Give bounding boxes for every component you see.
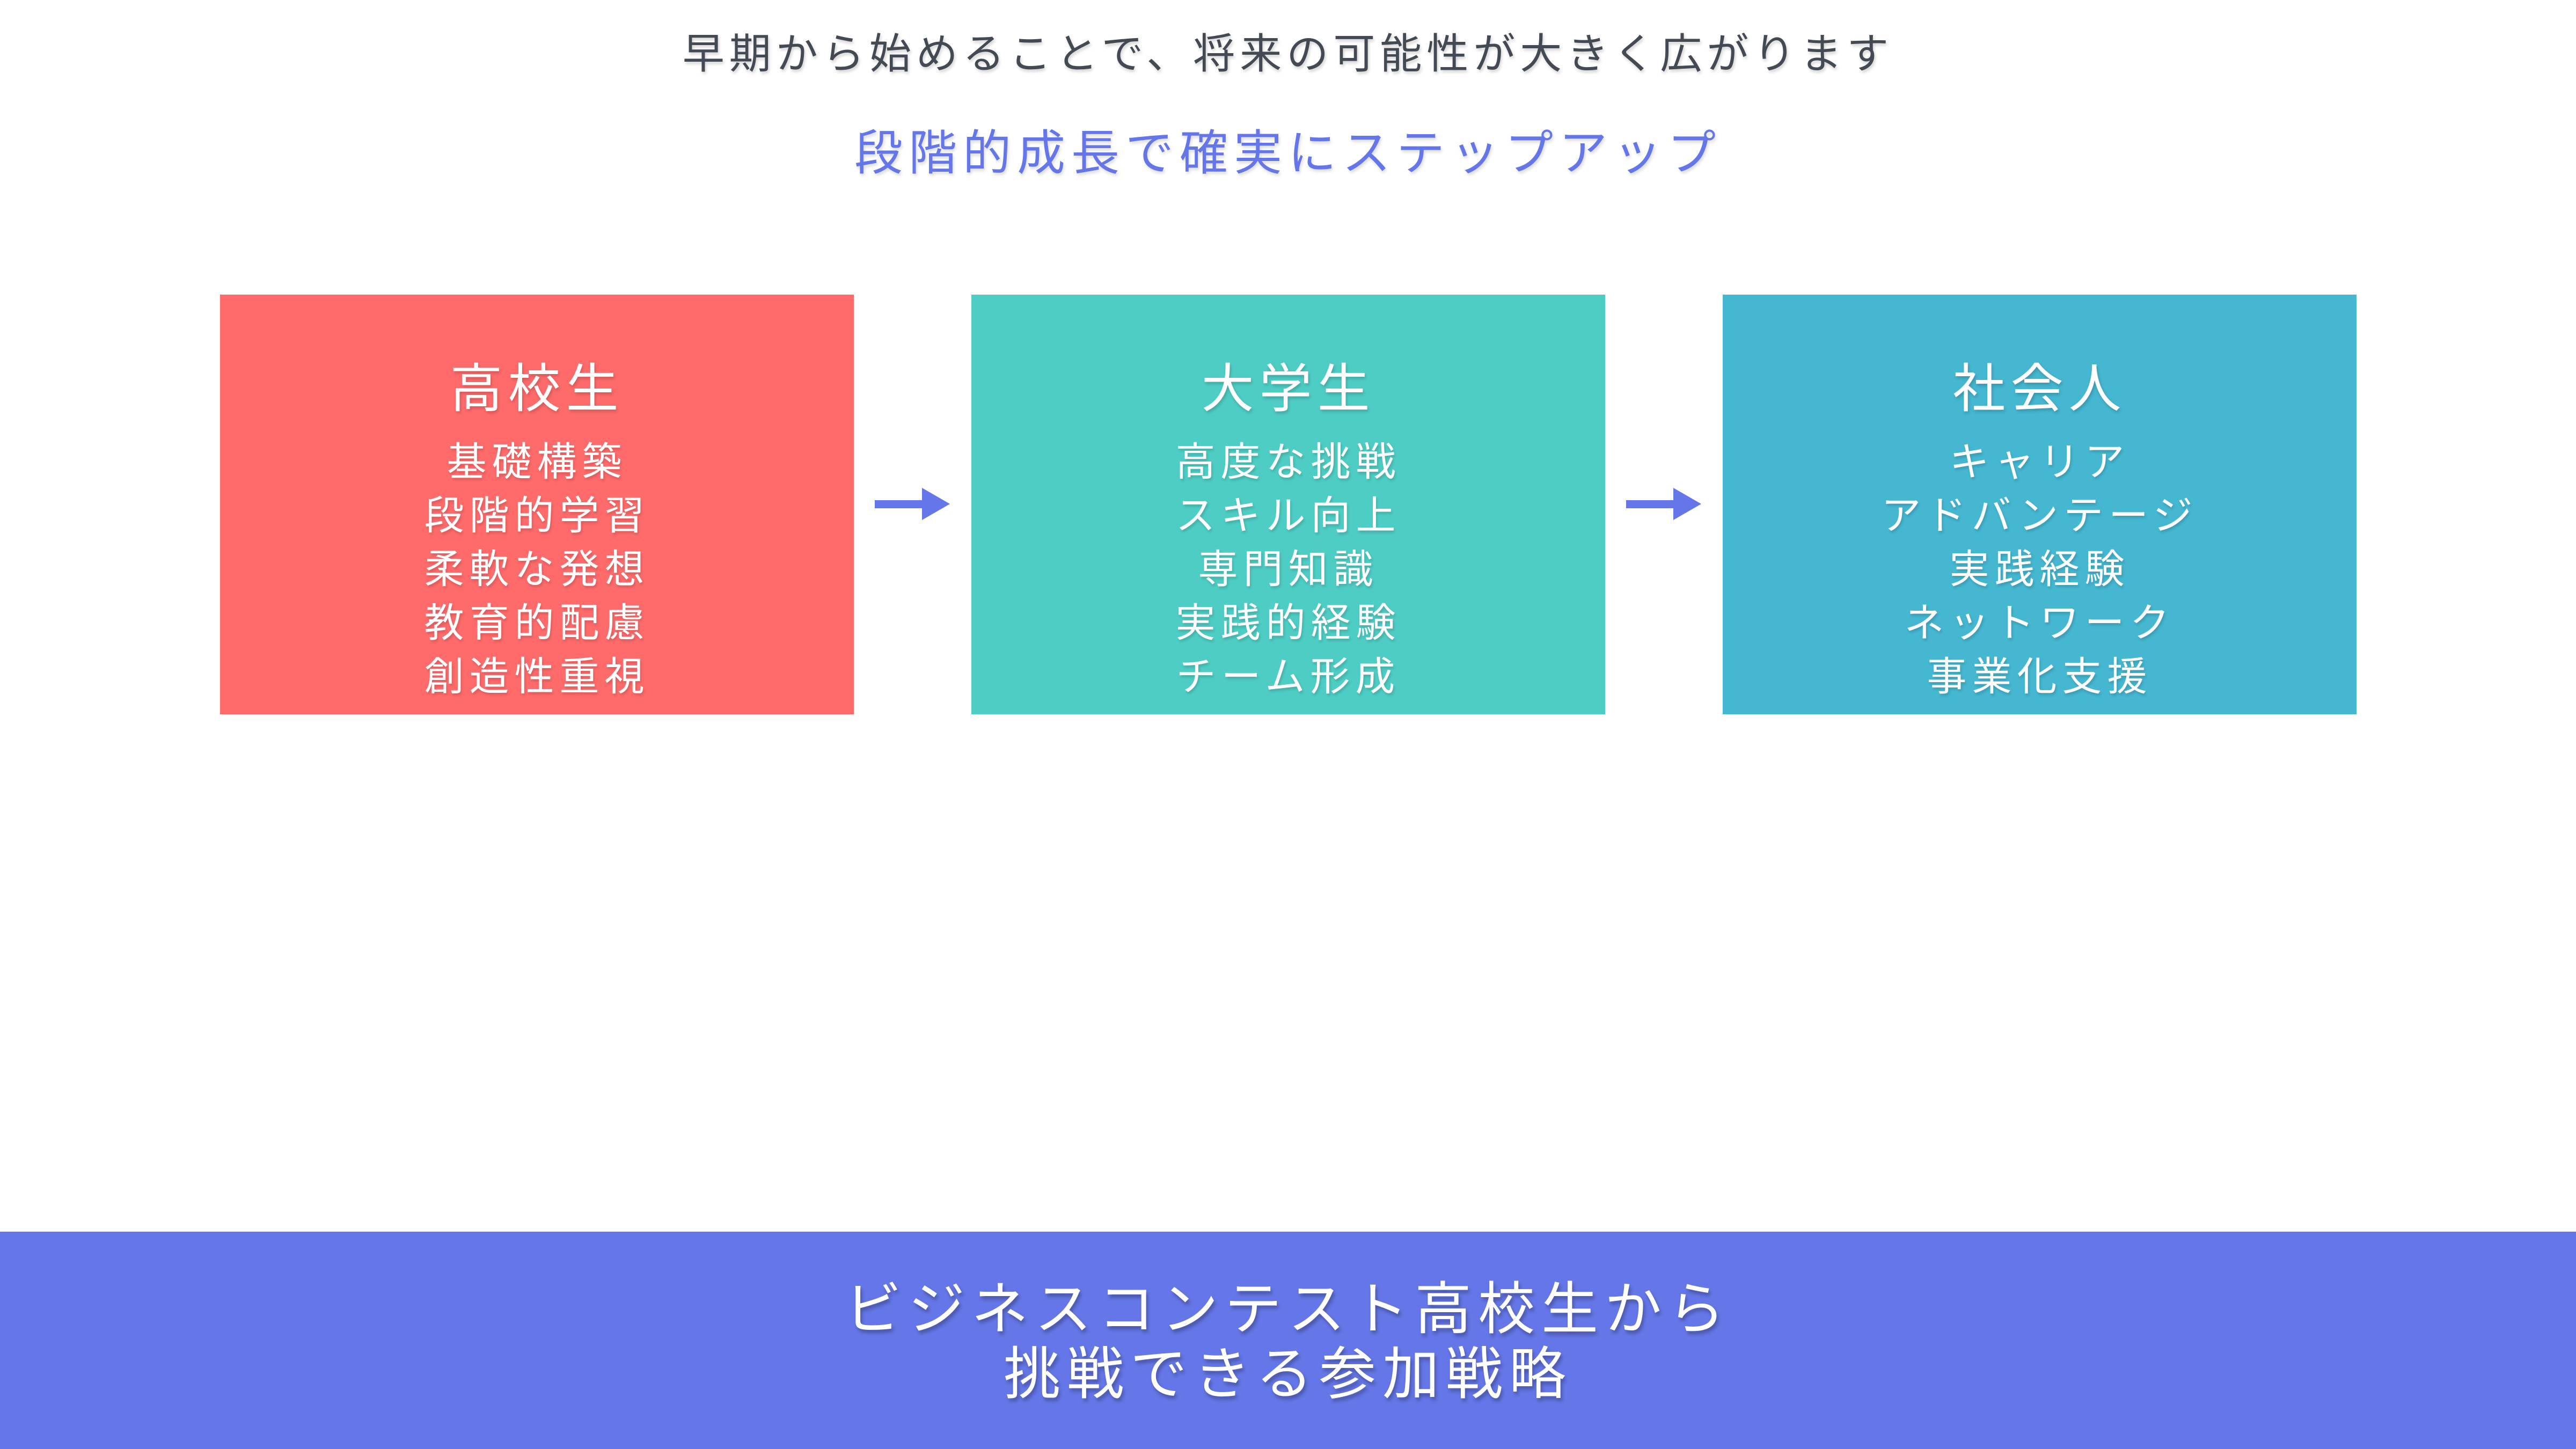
stage-item-list: キャリア アドバンテージ 実践経験 ネットワーク 事業化支援 [1881,435,2198,704]
stage-box-university: 大学生 高度な挑戦 スキル向上 専門知識 実践的経験 チーム形成 [971,295,1605,714]
stage-item: 専門知識 [1198,547,1379,591]
stage-item: 基礎構築 [447,440,627,484]
stage-item: 柔軟な発想 [424,547,650,591]
stage-item: チーム形成 [1176,654,1401,699]
section-title: 段階的成長で確実にステップアップ [854,127,1722,180]
arrow-right-icon [1626,487,1701,521]
stage-item: 事業化支援 [1927,654,2153,699]
stage-item: スキル向上 [1175,493,1401,538]
stage-item: 段階的学習 [424,493,650,538]
stage-item: アドバンテージ [1881,493,2198,538]
bottom-banner: ビジネスコンテスト高校生から 挑戦できる参加戦略 [0,1232,2576,1449]
stage-item: キャリア [1949,440,2130,484]
top-note: 早期から始めることで、将来の可能性が大きく広がります [682,30,1894,77]
stage-item: 実践的経験 [1175,601,1401,645]
stage-item-list: 高度な挑戦 スキル向上 専門知識 実践的経験 チーム形成 [1176,435,1401,704]
stage-item: 実践経験 [1949,547,2130,591]
stage-item: ネットワーク [1904,601,2175,645]
banner-title-line: ビジネスコンテスト高校生から [845,1277,1731,1341]
stage-title: 高校生 [450,359,624,418]
stage-item-list: 基礎構築 段階的学習 柔軟な発想 教育的配慮 創造性重視 [425,435,650,704]
stage-box-highschool: 高校生 基礎構築 段階的学習 柔軟な発想 教育的配慮 創造性重視 [220,295,854,714]
stage-item: 教育的配慮 [424,601,650,645]
stage-item: 高度な挑戦 [1175,440,1401,484]
banner-title-line: 挑戦できる参加戦略 [1004,1342,1572,1406]
stage-box-professional: 社会人 キャリア アドバンテージ 実践経験 ネットワーク 事業化支援 [1723,295,2357,714]
arrow-right-icon [875,487,950,521]
stage-title: 大学生 [1201,359,1375,418]
stage-title: 社会人 [1952,359,2127,418]
stage-item: 創造性重視 [424,654,650,699]
